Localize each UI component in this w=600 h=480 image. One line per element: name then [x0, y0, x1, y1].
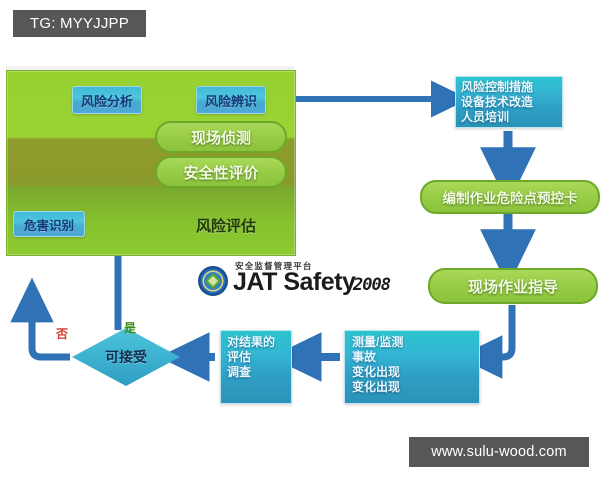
- monitoring-line-4: 变化出现: [352, 380, 401, 394]
- decision-label: 可接受: [105, 349, 147, 365]
- pill-site-detection[interactable]: 现场侦测: [155, 121, 287, 153]
- evaluation-line-1: 对结果的: [227, 335, 276, 349]
- logo-globe-icon: [198, 266, 228, 296]
- box-risk-analysis[interactable]: 风险分析: [72, 86, 142, 114]
- box-risk-identification-label: 风险辨识: [204, 93, 257, 109]
- pill-precontrol-card-label: 编制作业危险点预控卡: [442, 191, 578, 206]
- panel-caption: 风险评估: [196, 218, 257, 235]
- control-measures-line-3: 人员培训: [461, 110, 510, 124]
- box-risk-identification[interactable]: 风险辨识: [196, 86, 266, 114]
- jat-safety-logo: 安全监督管理平台 JAT Safety 2008: [197, 258, 397, 306]
- pill-safety-evaluation-label: 安全性评价: [183, 164, 259, 182]
- logo-year: 2008: [353, 275, 391, 295]
- monitoring-line-2: 事故: [352, 350, 377, 364]
- branch-label-yes: 是: [124, 321, 137, 335]
- pill-site-guidance-label: 现场作业指导: [467, 278, 558, 296]
- control-measures-line-1: 风险控制措施: [461, 80, 534, 94]
- box-risk-analysis-label: 风险分析: [80, 93, 133, 109]
- pill-safety-evaluation[interactable]: 安全性评价: [155, 156, 287, 188]
- top-left-tag: TG: MYYJJPP: [13, 10, 146, 37]
- top-left-tag-label: TG: MYYJJPP: [30, 15, 129, 32]
- decision-diamond[interactable]: 可接受: [72, 328, 180, 386]
- arrow-guidance-to-monitoring: [457, 305, 516, 379]
- branch-label-no: 否: [56, 327, 69, 341]
- box-evaluation[interactable]: 对结果的 评估 调查: [220, 330, 292, 404]
- box-hazard-identification[interactable]: 危害识别: [13, 211, 85, 237]
- bottom-watermark: www.sulu-wood.com: [409, 437, 589, 467]
- bottom-watermark-label: www.sulu-wood.com: [431, 444, 567, 460]
- panel-top-strip: [6, 66, 294, 71]
- control-measures-line-2: 设备技术改造: [461, 95, 534, 109]
- logo-wordmark: JAT Safety: [233, 268, 356, 296]
- box-hazard-identification-label: 危害识别: [23, 218, 74, 233]
- pill-site-detection-label: 现场侦测: [190, 129, 251, 147]
- monitoring-line-1: 测量/监测: [352, 335, 404, 349]
- pill-precontrol-card[interactable]: 编制作业危险点预控卡: [420, 180, 600, 214]
- box-monitoring[interactable]: 测量/监测 事故 变化出现 变化出现: [344, 330, 480, 404]
- box-control-measures[interactable]: 风险控制措施 设备技术改造 人员培训: [455, 76, 563, 128]
- evaluation-line-2: 评估: [227, 350, 252, 364]
- logo-subtitle: 安全监督管理平台: [235, 261, 313, 271]
- evaluation-line-3: 调查: [227, 365, 252, 379]
- pill-site-guidance[interactable]: 现场作业指导: [428, 268, 598, 304]
- monitoring-line-3: 变化出现: [352, 365, 401, 379]
